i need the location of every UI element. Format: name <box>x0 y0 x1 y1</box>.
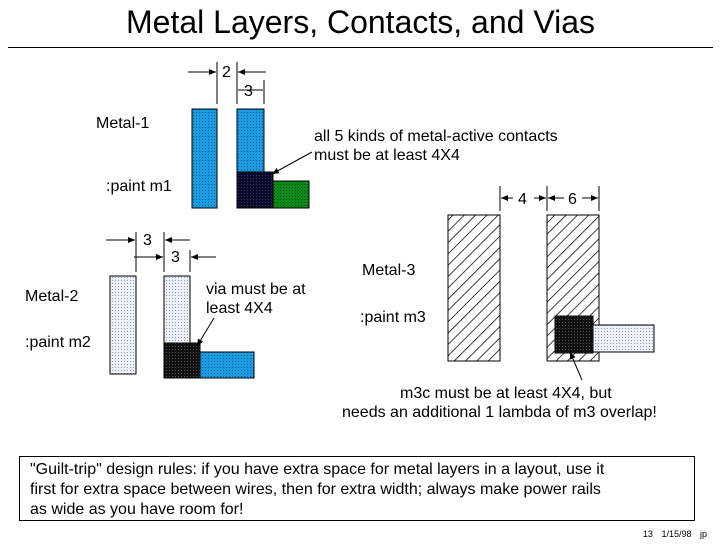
metal3-note-arrow <box>569 351 583 381</box>
page-title: Metal Layers, Contacts, and Vias <box>126 4 595 40</box>
metal3-note-line2: needs an additional 1 lambda of m3 overl… <box>342 404 657 421</box>
guilt-trip-note: "Guilt-trip" design rules: if you have e… <box>19 456 695 521</box>
page-footer: 13 1/15/98 jp <box>637 529 707 539</box>
metal2-paint-command: :paint m2 <box>25 334 91 351</box>
metal2-note-arrow <box>196 317 215 347</box>
metal3-note-line1: m3c must be at least 4X4, but <box>400 385 612 402</box>
metal1-width-dim: 3 <box>244 83 253 100</box>
metal2-via <box>163 342 201 379</box>
metal2-metal1-landing <box>199 351 255 379</box>
page-number: 13 <box>642 529 653 539</box>
metal2-wire-left <box>109 275 137 375</box>
metal1-note-line2: must be at least 4X4 <box>314 147 460 164</box>
metal3-wire-left <box>447 214 501 362</box>
metal1-spacing-dim: 2 <box>222 64 231 81</box>
metal1-note-arrow <box>271 151 313 175</box>
title-divider <box>8 47 713 48</box>
metal3-paint-command: :paint m3 <box>360 309 426 326</box>
metal3-spacing-dim: 4 <box>518 191 527 208</box>
metal2-width-dim: 3 <box>171 249 180 266</box>
metal1-note-line1: all 5 kinds of metal-active contacts <box>314 128 558 145</box>
guilt-trip-line3: as wide as you have room for! <box>30 501 244 518</box>
metal3-label: Metal-3 <box>362 262 415 279</box>
metal2-note-line2: least 4X4 <box>206 300 273 317</box>
metal3-width-dim: 6 <box>568 191 577 208</box>
active-region <box>272 180 310 209</box>
metal1-active-contact <box>236 171 274 209</box>
metal1-paint-command: :paint m1 <box>106 178 172 195</box>
metal1-wire-left <box>191 108 218 209</box>
metal2-label: Metal-2 <box>25 288 78 305</box>
footer-initials: jp <box>699 529 707 539</box>
footer-date: 1/15/98 <box>661 529 692 539</box>
metal3-metal2-landing <box>592 324 655 353</box>
metal1-label: Metal-1 <box>96 115 149 132</box>
guilt-trip-line1: "Guilt-trip" design rules: if you have e… <box>30 461 605 478</box>
metal2-spacing-dim: 3 <box>143 232 152 249</box>
guilt-trip-line2: first for extra space between wires, the… <box>30 481 601 498</box>
metal2-note-line1: via must be at <box>206 281 306 298</box>
metal3-contact <box>554 315 594 354</box>
